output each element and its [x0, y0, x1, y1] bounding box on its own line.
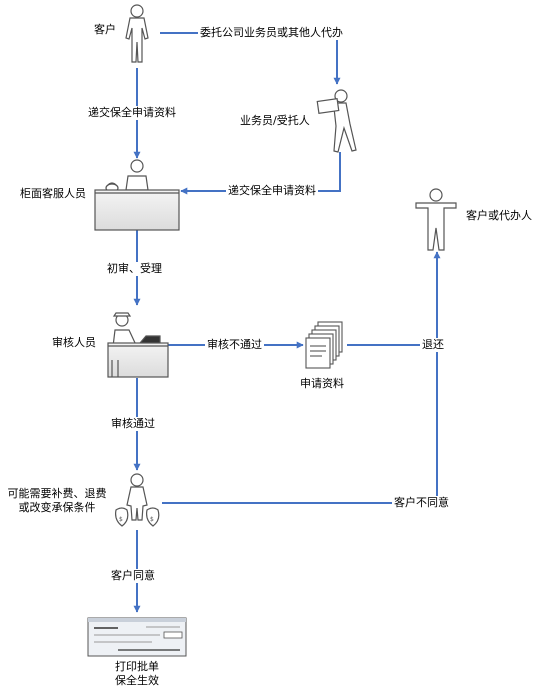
- node-print-line1: 打印批单: [115, 660, 159, 673]
- policy-endorsement-check-icon: [87, 617, 187, 657]
- edge-return: [347, 251, 441, 346]
- node-adjust-line2: 或改变承保条件: [18, 501, 96, 514]
- svg-text:$: $: [150, 516, 154, 523]
- person-with-money-bags-icon: $ $: [115, 473, 160, 527]
- node-customer-or-agent-label: 客户或代办人: [466, 209, 532, 222]
- edge-customer-disagree: [162, 345, 438, 504]
- node-customer-label: 客户: [94, 23, 116, 36]
- node-documents-label: 申请资料: [300, 377, 344, 390]
- arms-out-person-icon: [415, 188, 457, 251]
- edge-customer-disagree-label: 客户不同意: [392, 496, 451, 510]
- svg-text:$: $: [119, 516, 123, 523]
- service-desk-person-icon: [94, 159, 180, 231]
- edge-customer-agree-label: 客户同意: [109, 569, 157, 583]
- edge-submit-customer-label: 递交保全申请资料: [86, 106, 178, 120]
- walking-person-with-document-icon: [316, 89, 357, 153]
- standing-person-icon: [125, 4, 149, 63]
- node-counter-staff-label: 柜面客服人员: [20, 187, 86, 200]
- edge-delegate-label: 委托公司业务员或其他人代办: [198, 26, 345, 40]
- node-agent-label: 业务员/受托人: [240, 114, 310, 127]
- node-reviewer-label: 审核人员: [52, 336, 96, 349]
- edge-submit-agent-label: 递交保全申请资料: [226, 184, 318, 198]
- edge-initial-review-label: 初审、受理: [105, 262, 164, 276]
- document-stack-icon: [305, 321, 343, 369]
- edge-return-label: 退还: [420, 338, 446, 352]
- edge-delegate: [160, 32, 341, 85]
- node-adjust-line1: 可能需要补费、退费: [7, 487, 107, 500]
- node-print-label: 打印批单 保全生效: [92, 660, 182, 688]
- node-adjust-label: 可能需要补费、退费 或改变承保条件: [2, 487, 112, 515]
- edge-review-pass-label: 审核通过: [109, 417, 157, 431]
- reviewer-at-desk-icon: [107, 312, 169, 378]
- edge-review-fail-label: 审核不通过: [205, 338, 264, 352]
- node-print-line2: 保全生效: [115, 674, 159, 687]
